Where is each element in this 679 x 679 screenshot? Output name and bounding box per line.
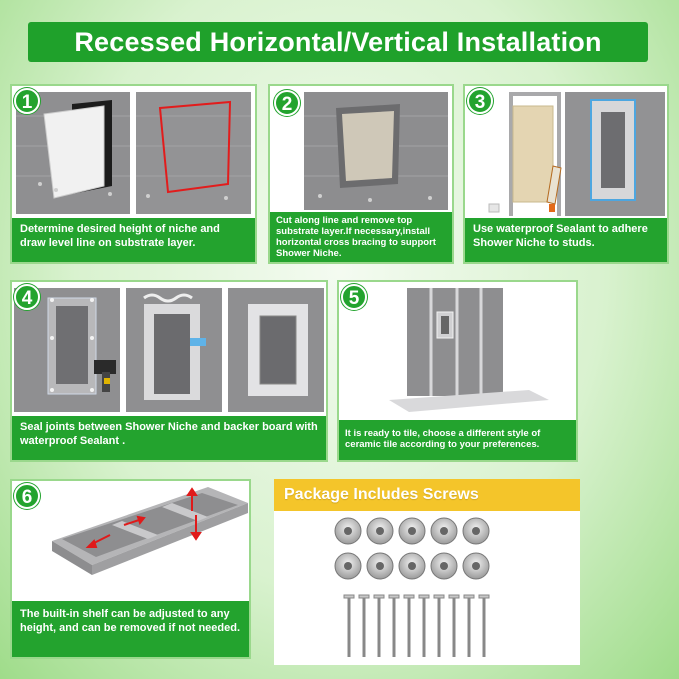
step-1-caption: Determine desired height of niche and dr… [12, 218, 255, 262]
step-1-illustration [12, 86, 255, 220]
step-5-panel: 5 It is ready to tile, choose a differen… [337, 280, 578, 462]
package-box: Package Includes Screws [274, 479, 580, 665]
step-3-illustration [465, 86, 667, 220]
page-title: Recessed Horizontal/Vertical Installatio… [28, 22, 648, 62]
screws-row [343, 594, 490, 657]
step-2-number: 2 [274, 90, 300, 116]
step-5-caption: It is ready to tile, choose a different … [339, 420, 576, 460]
step-2-caption: Cut along line and remove top substrate … [270, 212, 452, 262]
step-5-illustration [339, 282, 576, 418]
step-4-number: 4 [14, 284, 40, 310]
package-heading: Package Includes Screws [274, 479, 580, 511]
washers-row-2 [334, 552, 490, 580]
step-3-number: 3 [467, 88, 493, 114]
step-6-panel: 6 The built-in shelf can be adjusted to … [10, 479, 251, 659]
step-4-panel: 4 Seal joints between Shower Niche and b… [10, 280, 328, 462]
step-6-number: 6 [14, 483, 40, 509]
step-2-panel: 2 Cut along line and remove top substrat… [268, 84, 454, 264]
step-4-caption: Seal joints between Shower Niche and bac… [12, 416, 326, 460]
step-5-number: 5 [341, 284, 367, 310]
step-3-caption: Use waterproof Sealant to adhere Shower … [465, 218, 667, 262]
step-1-panel: 1 Determine desired height of niche and … [10, 84, 257, 264]
step-2-illustration [270, 86, 452, 214]
step-3-panel: 3 Use waterproof Sealant to adhere Showe… [463, 84, 669, 264]
step-4-illustration [12, 282, 326, 414]
step-6-caption: The built-in shelf can be adjusted to an… [12, 601, 249, 657]
washers-row-1 [334, 517, 490, 545]
step-1-number: 1 [14, 88, 40, 114]
screws-illustration [334, 517, 490, 657]
step-6-illustration [12, 481, 249, 605]
